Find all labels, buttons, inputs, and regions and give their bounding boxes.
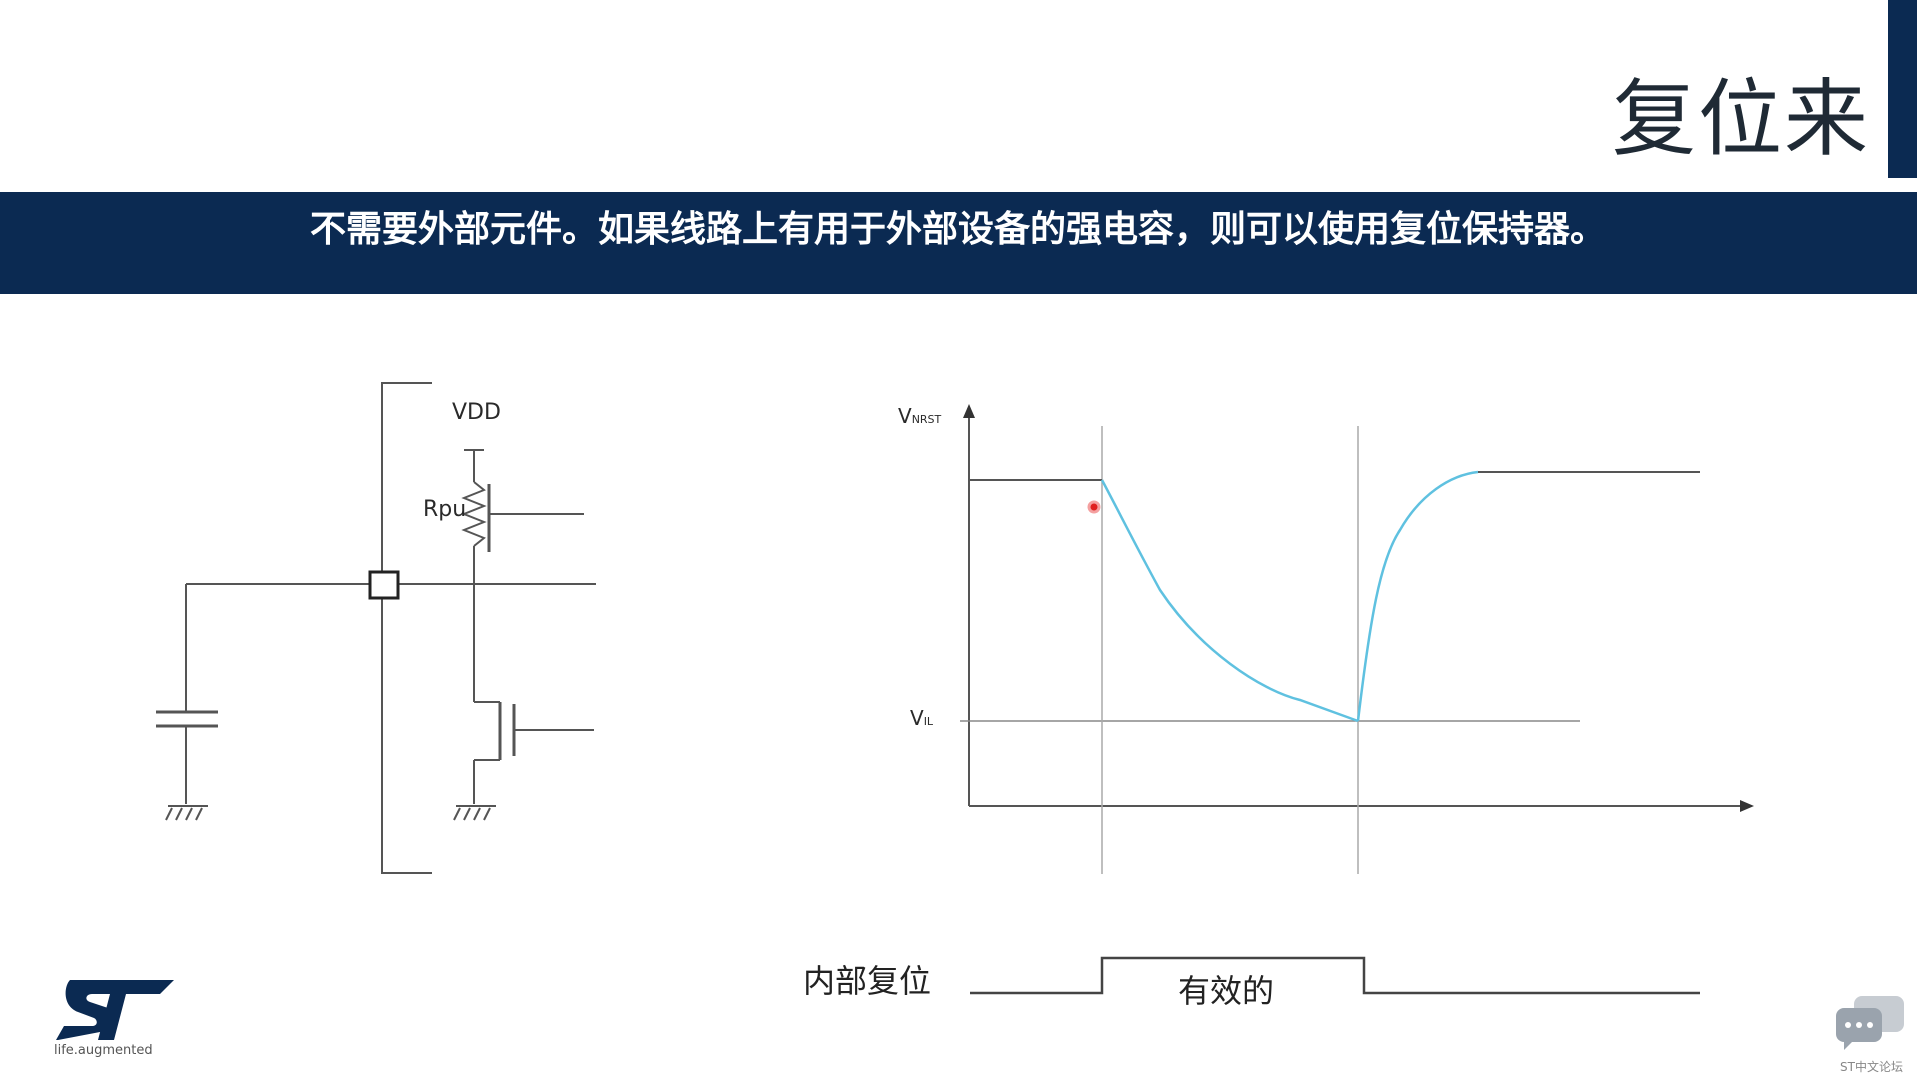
st-logo-icon xyxy=(56,980,174,1040)
y-axis-label: VNRST xyxy=(898,404,942,428)
rpu-label: Rpu xyxy=(423,497,467,522)
forum-watermark: ST中文论坛 xyxy=(1840,1060,1903,1074)
vnrst-recovery-curve xyxy=(1356,470,1479,722)
ground-symbol-right xyxy=(453,805,496,821)
pointer-dot xyxy=(1087,500,1101,514)
internal-reset-label: 内部复位 xyxy=(803,962,932,1000)
ground-symbol-left xyxy=(165,805,208,821)
banner-text: 不需要外部元件。如果线路上有用于外部设备的强电容，则可以使用复位保持器。 xyxy=(310,209,1607,250)
vdd-label: VDD xyxy=(452,400,501,425)
title-accent-bar xyxy=(1888,0,1917,178)
logo-tagline: life.augmented xyxy=(54,1043,153,1058)
valid-label: 有效的 xyxy=(1178,972,1275,1010)
internal-reset-pulse xyxy=(970,956,1700,995)
banner xyxy=(0,192,1917,294)
vnrst-discharge-curve xyxy=(1100,479,1359,723)
nrst-pad xyxy=(368,570,400,600)
reset-circuit xyxy=(156,382,596,874)
y-axis-arrow xyxy=(963,404,975,418)
vil-label: VIL xyxy=(910,706,934,730)
chip-boundary xyxy=(381,382,432,874)
reset-waveform xyxy=(960,404,1754,995)
x-axis-arrow xyxy=(1740,800,1754,812)
pullup-resistor xyxy=(461,481,487,547)
forum-chat-icon xyxy=(1836,996,1904,1050)
